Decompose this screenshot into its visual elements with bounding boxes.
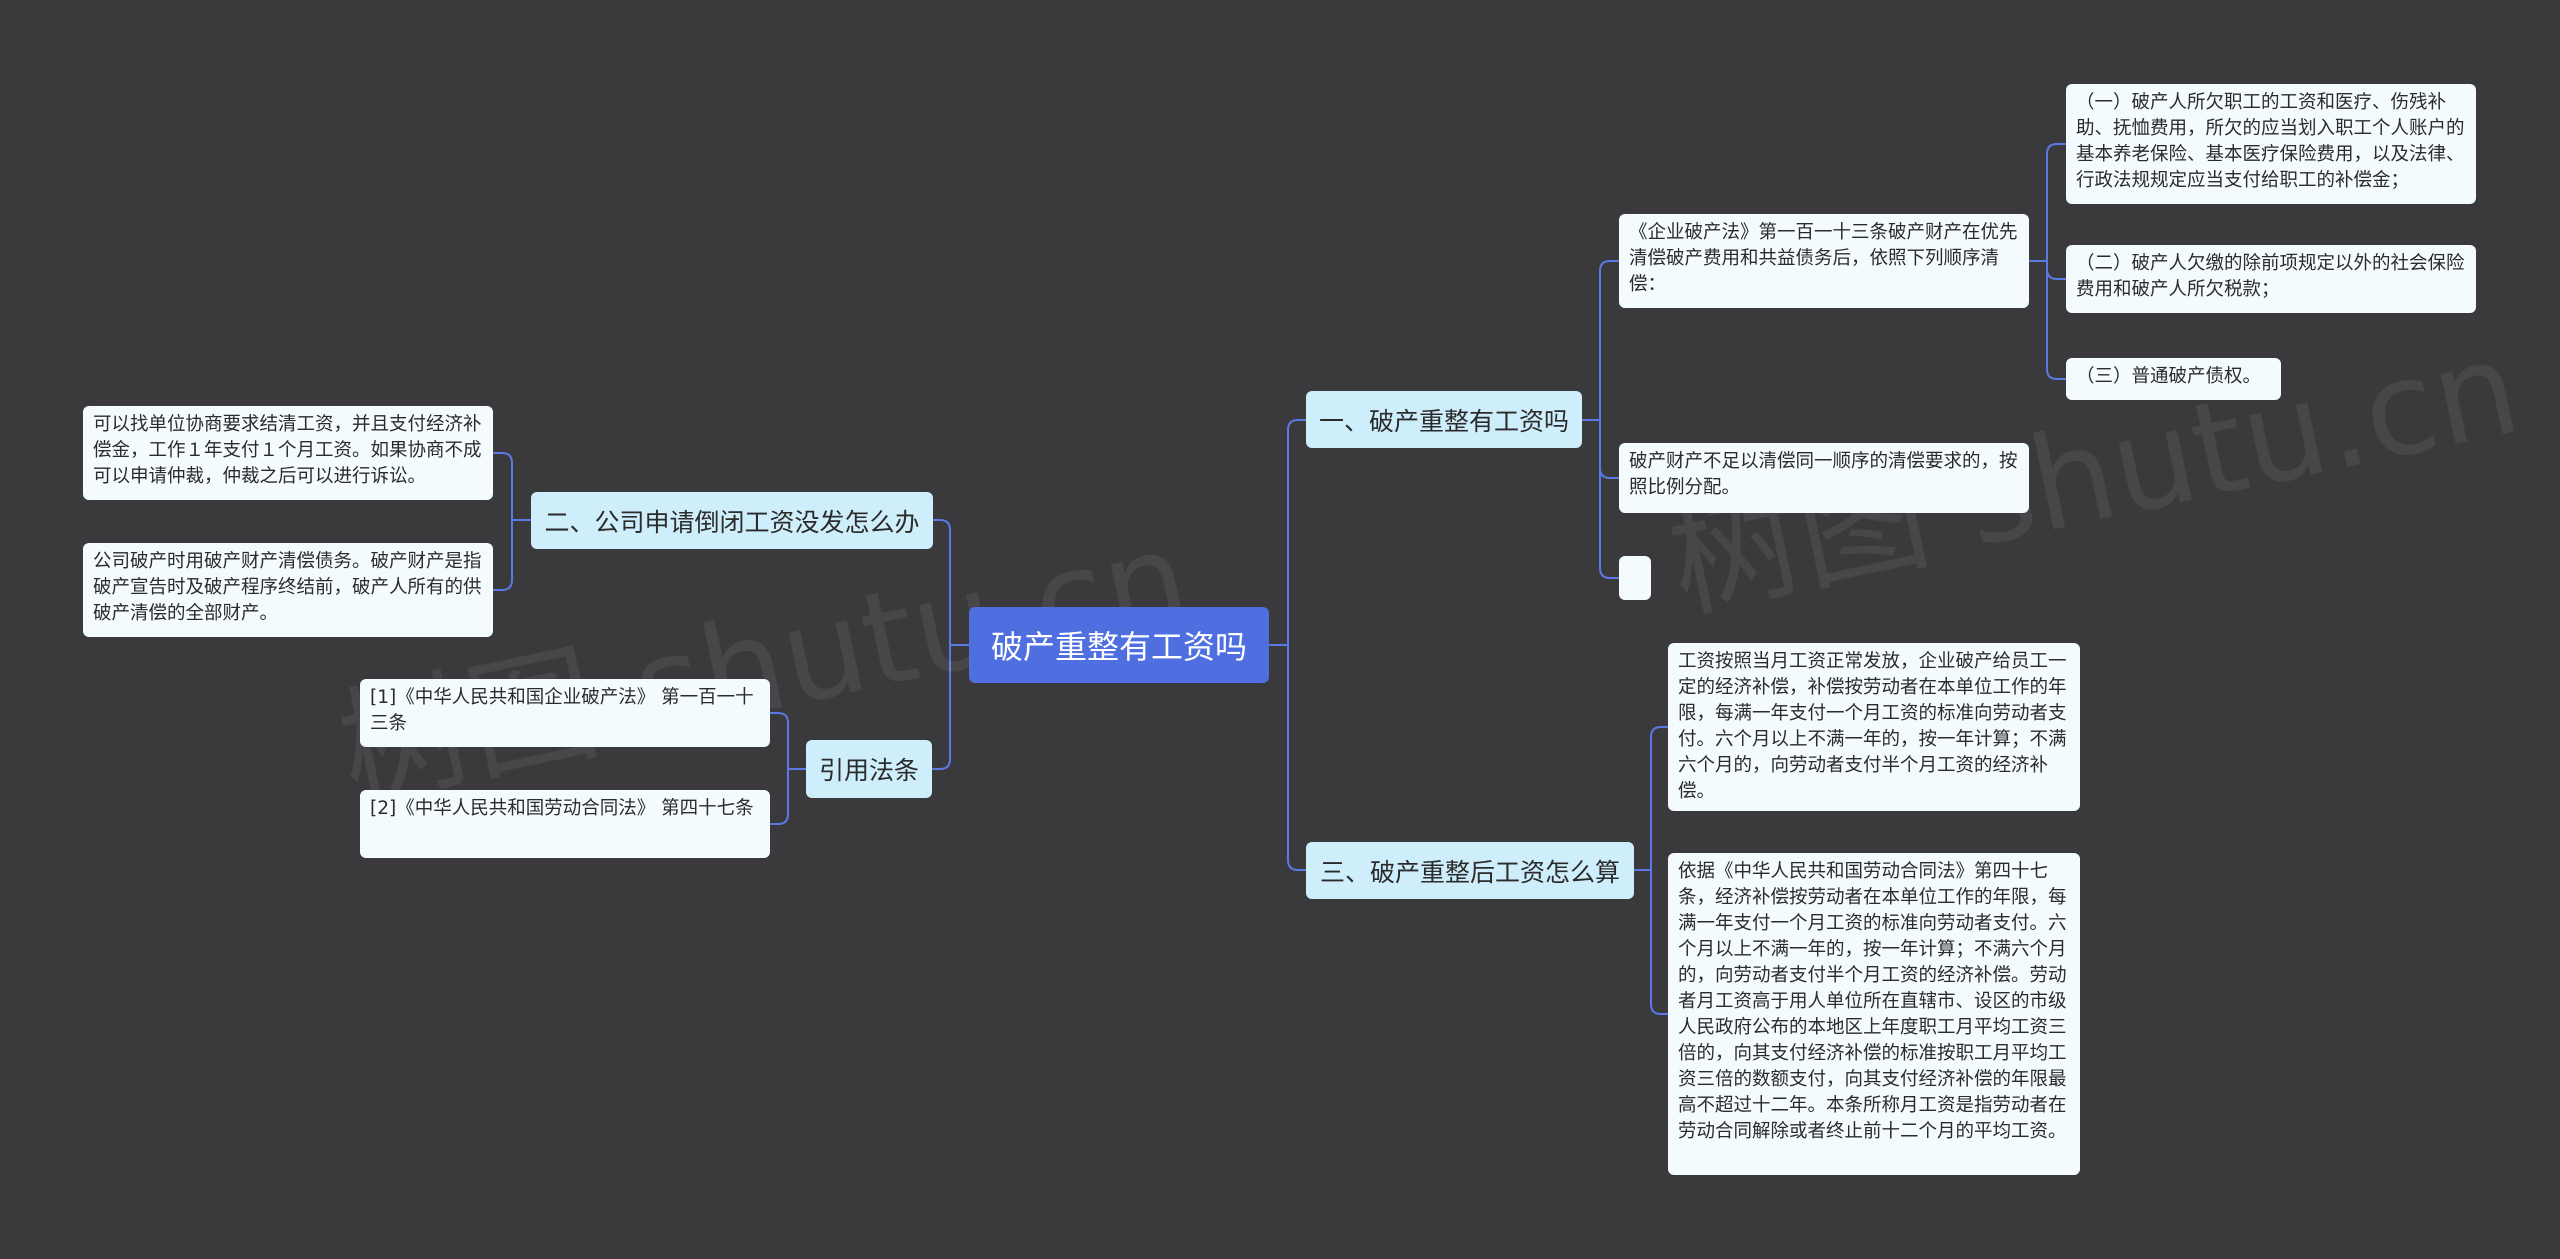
root-right-link-0	[1287, 419, 1306, 645]
refs-link-0	[770, 712, 789, 769]
branch-topic-3[interactable]: 三、破产重整后工资怎么算	[1306, 842, 1634, 899]
leaf-negotiate-arbitrate[interactable]: 可以找单位协商要求结清工资，并且支付经济补偿金，工作１年支付１个月工资。如果协商…	[83, 406, 493, 500]
leaf-priority-2[interactable]: （二）破产人欠缴的除前项规定以外的社会保险费用和破产人所欠税款；	[2066, 245, 2476, 313]
branch1-link-0	[1599, 260, 1619, 420]
branch1-link-2	[1599, 420, 1619, 579]
branch-topic-2[interactable]: 二、公司申请倒闭工资没发怎么办	[531, 492, 933, 549]
leaf-bankruptcy-property[interactable]: 公司破产时用破产财产清偿债务。破产财产是指破产宣告时及破产程序终结前，破产人所有…	[83, 543, 493, 637]
branch3-link-0	[1650, 726, 1668, 870]
leaf-wage-compensation[interactable]: 工资按照当月工资正常发放，企业破产给员工一定的经济补偿，补偿按劳动者在本单位工作…	[1668, 643, 2080, 811]
branch-topic-refs[interactable]: 引用法条	[806, 740, 932, 798]
law-article-link-2	[2046, 261, 2066, 380]
law-article-link-1	[2046, 261, 2066, 280]
leaf-priority-3[interactable]: （三）普通破产债权。	[2066, 358, 2281, 400]
branch2-link-0	[493, 452, 513, 520]
leaf-empty[interactable]	[1619, 556, 1651, 600]
root-topic[interactable]: 破产重整有工资吗	[969, 607, 1269, 683]
leaf-ref-2[interactable]: [2]《中华人民共和国劳动合同法》 第四十七条	[360, 790, 770, 858]
branch2-link-1	[493, 520, 513, 591]
leaf-proportional-distribution[interactable]: 破产财产不足以清偿同一顺序的清偿要求的，按照比例分配。	[1619, 443, 2029, 513]
refs-link-1	[770, 769, 789, 825]
branch-topic-1[interactable]: 一、破产重整有工资吗	[1306, 391, 1582, 448]
root-left-link-1	[932, 645, 951, 770]
leaf-law-article[interactable]: 《企业破产法》第一百一十三条破产财产在优先清偿破产费用和共益债务后，依照下列顺序…	[1619, 214, 2029, 308]
leaf-priority-1[interactable]: （一）破产人所欠职工的工资和医疗、伤残补助、抚恤费用，所欠的应当划入职工个人账户…	[2066, 84, 2476, 204]
leaf-ref-1[interactable]: [1]《中华人民共和国企业破产法》 第一百一十三条	[360, 679, 770, 747]
root-right-link-1	[1287, 645, 1306, 871]
law-article-link-0	[2046, 143, 2066, 261]
leaf-labor-contract-law[interactable]: 依据《中华人民共和国劳动合同法》第四十七条，经济补偿按劳动者在本单位工作的年限，…	[1668, 853, 2080, 1175]
branch3-link-1	[1650, 870, 1668, 1015]
root-left-link-0	[933, 519, 951, 645]
branch1-link-1	[1599, 420, 1619, 479]
